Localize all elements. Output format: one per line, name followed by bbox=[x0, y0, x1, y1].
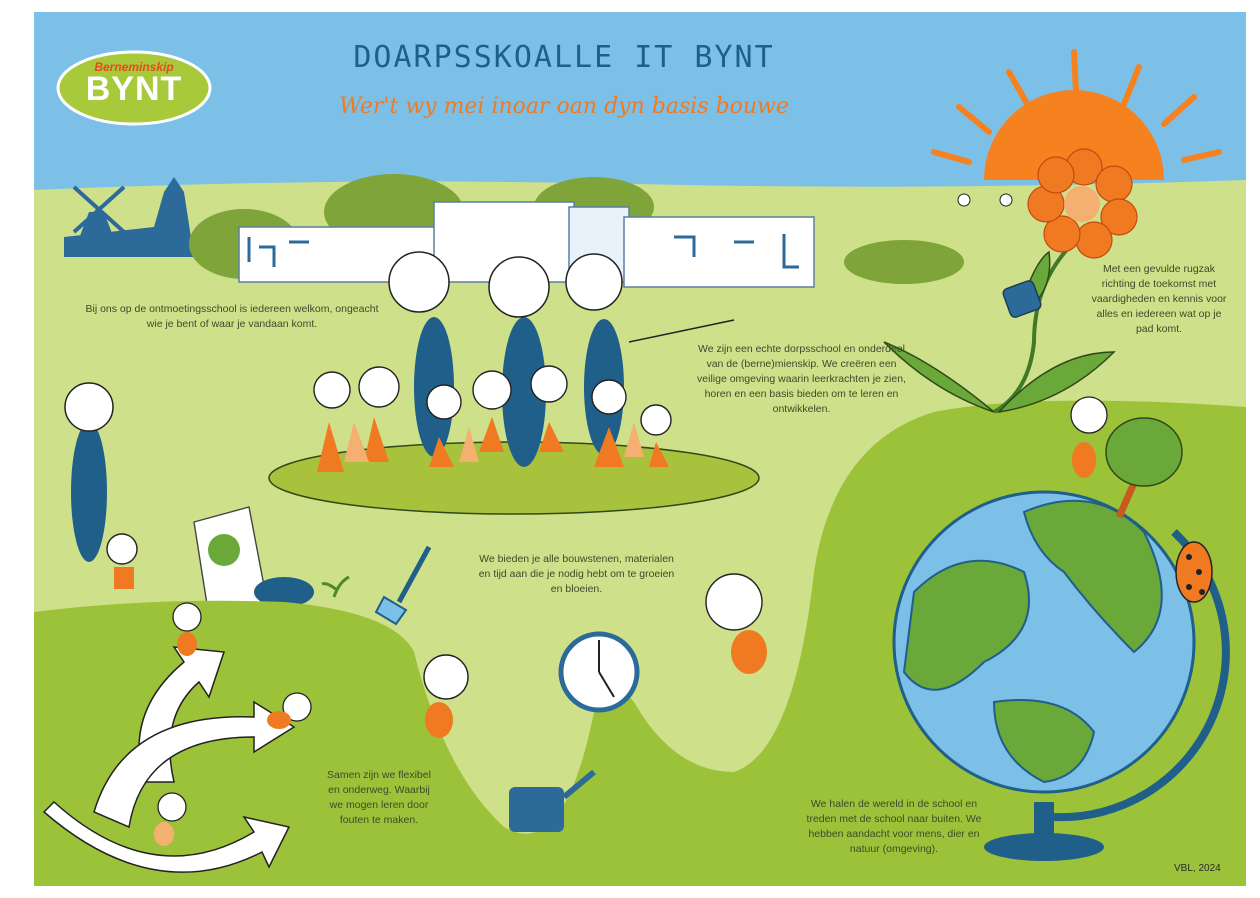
waving-child bbox=[423, 654, 469, 738]
text-flexible: Samen zijn we flexibel en onderweg. Waar… bbox=[327, 769, 431, 826]
text-welcome: Bij ons op de ontmoetingsschool is ieder… bbox=[85, 303, 379, 330]
ladybug-icon bbox=[1175, 541, 1213, 603]
flower-icon bbox=[883, 148, 1138, 414]
text-world: We halen de wereld in de school en trede… bbox=[806, 798, 982, 855]
pointing-arm bbox=[628, 319, 735, 343]
text-village: We zijn een echte dorpsschool en onderde… bbox=[697, 343, 906, 415]
children-group bbox=[313, 365, 672, 472]
backpack-icon bbox=[1002, 280, 1042, 318]
distant-children bbox=[957, 193, 1013, 207]
arrow-children bbox=[154, 602, 312, 846]
text-future: Met een gevulde rugzak richting de toeko… bbox=[1091, 263, 1227, 335]
dark-hills bbox=[34, 400, 1246, 886]
text-building-blocks: We bieden je alle bouwstenen, materialen… bbox=[478, 553, 675, 595]
arrows-icon bbox=[42, 646, 296, 873]
shovel-icon bbox=[374, 545, 432, 626]
climbing-child bbox=[705, 573, 767, 674]
church-icon bbox=[64, 177, 194, 257]
sun-icon bbox=[931, 49, 1222, 180]
page-subtitle: Wer't wy mei inoar oan dyn basis bouwe bbox=[339, 94, 789, 119]
credit: VBL, 2024 bbox=[1174, 863, 1221, 874]
sprout-icon bbox=[321, 575, 350, 598]
seed-bag-icon bbox=[193, 506, 314, 618]
logo-top-text: Berneminskip bbox=[94, 60, 174, 74]
page-title: DOARPSSKOALLE IT BYNT bbox=[353, 40, 775, 75]
child-on-globe bbox=[1070, 396, 1108, 478]
logo-badge bbox=[56, 50, 212, 126]
adult-with-child bbox=[64, 382, 138, 589]
tree-on-globe bbox=[1105, 417, 1183, 519]
bynt-logo[interactable]: Berneminskip BYNT bbox=[54, 48, 214, 128]
adult-heads bbox=[388, 251, 623, 318]
illustration-scene bbox=[34, 12, 1246, 886]
poster: Berneminskip BYNT DOARPSSKOALLE IT BYNT … bbox=[34, 12, 1246, 886]
globe-icon bbox=[892, 490, 1230, 861]
logo-main-text: BYNT bbox=[85, 70, 183, 108]
clock-icon bbox=[558, 631, 640, 713]
watering-can-icon bbox=[509, 769, 596, 832]
